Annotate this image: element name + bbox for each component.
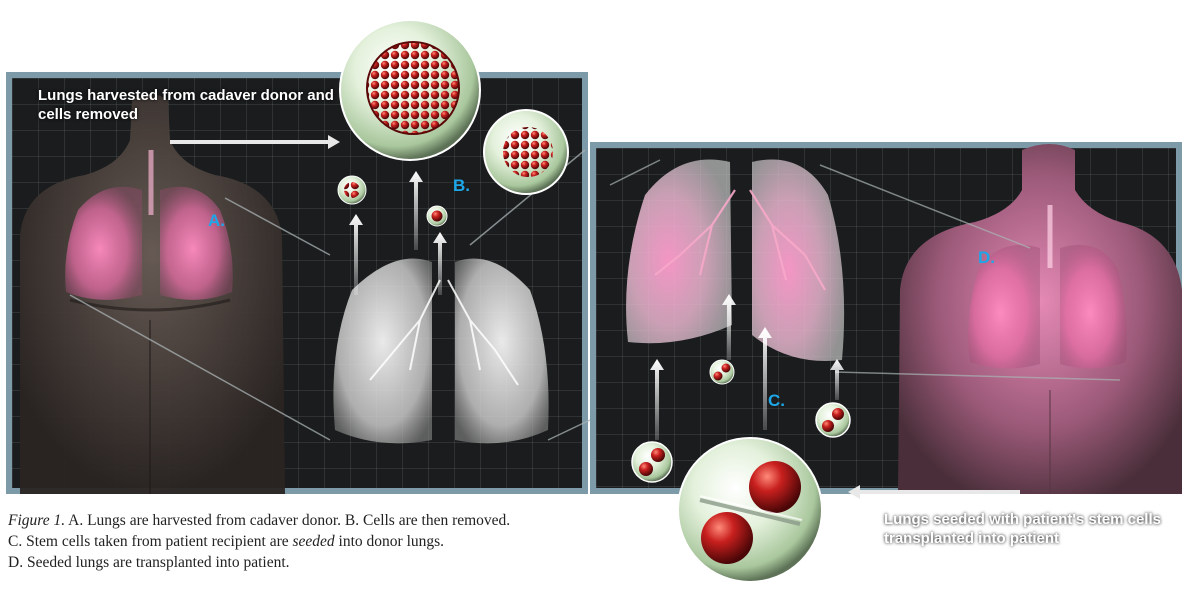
cell-cluster-large [340,20,480,160]
marker-c: C. [768,391,785,411]
caption-figure-label: Figure 1. [8,512,65,529]
seeded-callout: Lungs seeded with patient's stem cells t… [884,510,1174,548]
marker-a: A. [208,211,225,231]
marker-b: B. [453,176,470,196]
stem-cell-large [678,438,822,582]
caption-line-1: Figure 1. A. Lungs are harvested from ca… [8,510,688,531]
callout-arrows [170,135,1020,499]
caption-line-2: C. Stem cells taken from patient recipie… [8,531,688,552]
caption-line-1-text: A. Lungs are harvested from cadaver dono… [65,512,510,529]
caption-line-2-start: C. Stem cells taken from patient recipie… [8,533,293,550]
figure-caption: Figure 1. A. Lungs are harvested from ca… [8,510,688,573]
harvest-callout: Lungs harvested from cadaver donor and c… [38,86,338,124]
caption-line-2-end: into donor lungs. [335,533,444,550]
caption-seeded-word: seeded [293,533,335,550]
cell-cluster-medium [484,110,568,194]
reseeded-lungs [626,159,844,360]
caption-line-3: D. Seeded lungs are transplanted into pa… [8,552,688,573]
marker-d: D. [978,248,995,268]
